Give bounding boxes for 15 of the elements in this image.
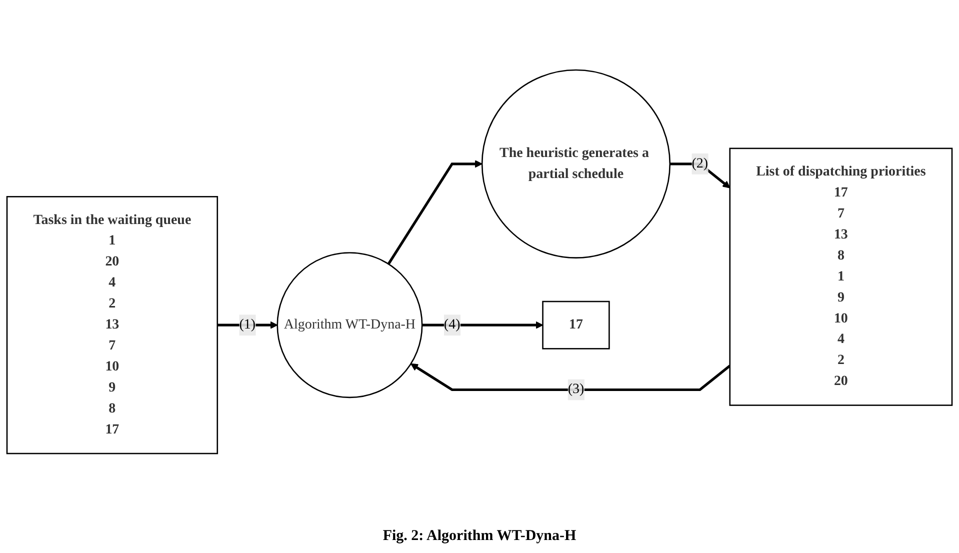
edge-label: (1)	[239, 317, 256, 332]
node-circle: Algorithm WT-Dyna-H	[276, 252, 423, 398]
edge-label: (3)	[568, 382, 584, 397]
edge-label: (4)	[444, 317, 460, 332]
arrow	[410, 364, 731, 392]
figure-caption: Fig. 2: Algorithm WT-Dyna-H	[382, 527, 576, 546]
node-box: List of dispatching priorities 17 7 13 8 1 9 10 4 2 20	[729, 148, 953, 406]
node-box: Tasks in the waiting queue 1 20 4 2 13 7 10 9 8 17	[6, 196, 218, 454]
arrow	[217, 322, 278, 330]
arrow	[670, 162, 730, 188]
arrow	[387, 160, 482, 265]
arrow	[422, 322, 544, 330]
node-circle: The heuristic generates a partial schedule	[481, 70, 671, 259]
edge-label: (2)	[692, 156, 708, 172]
node-box: 17	[542, 301, 610, 350]
